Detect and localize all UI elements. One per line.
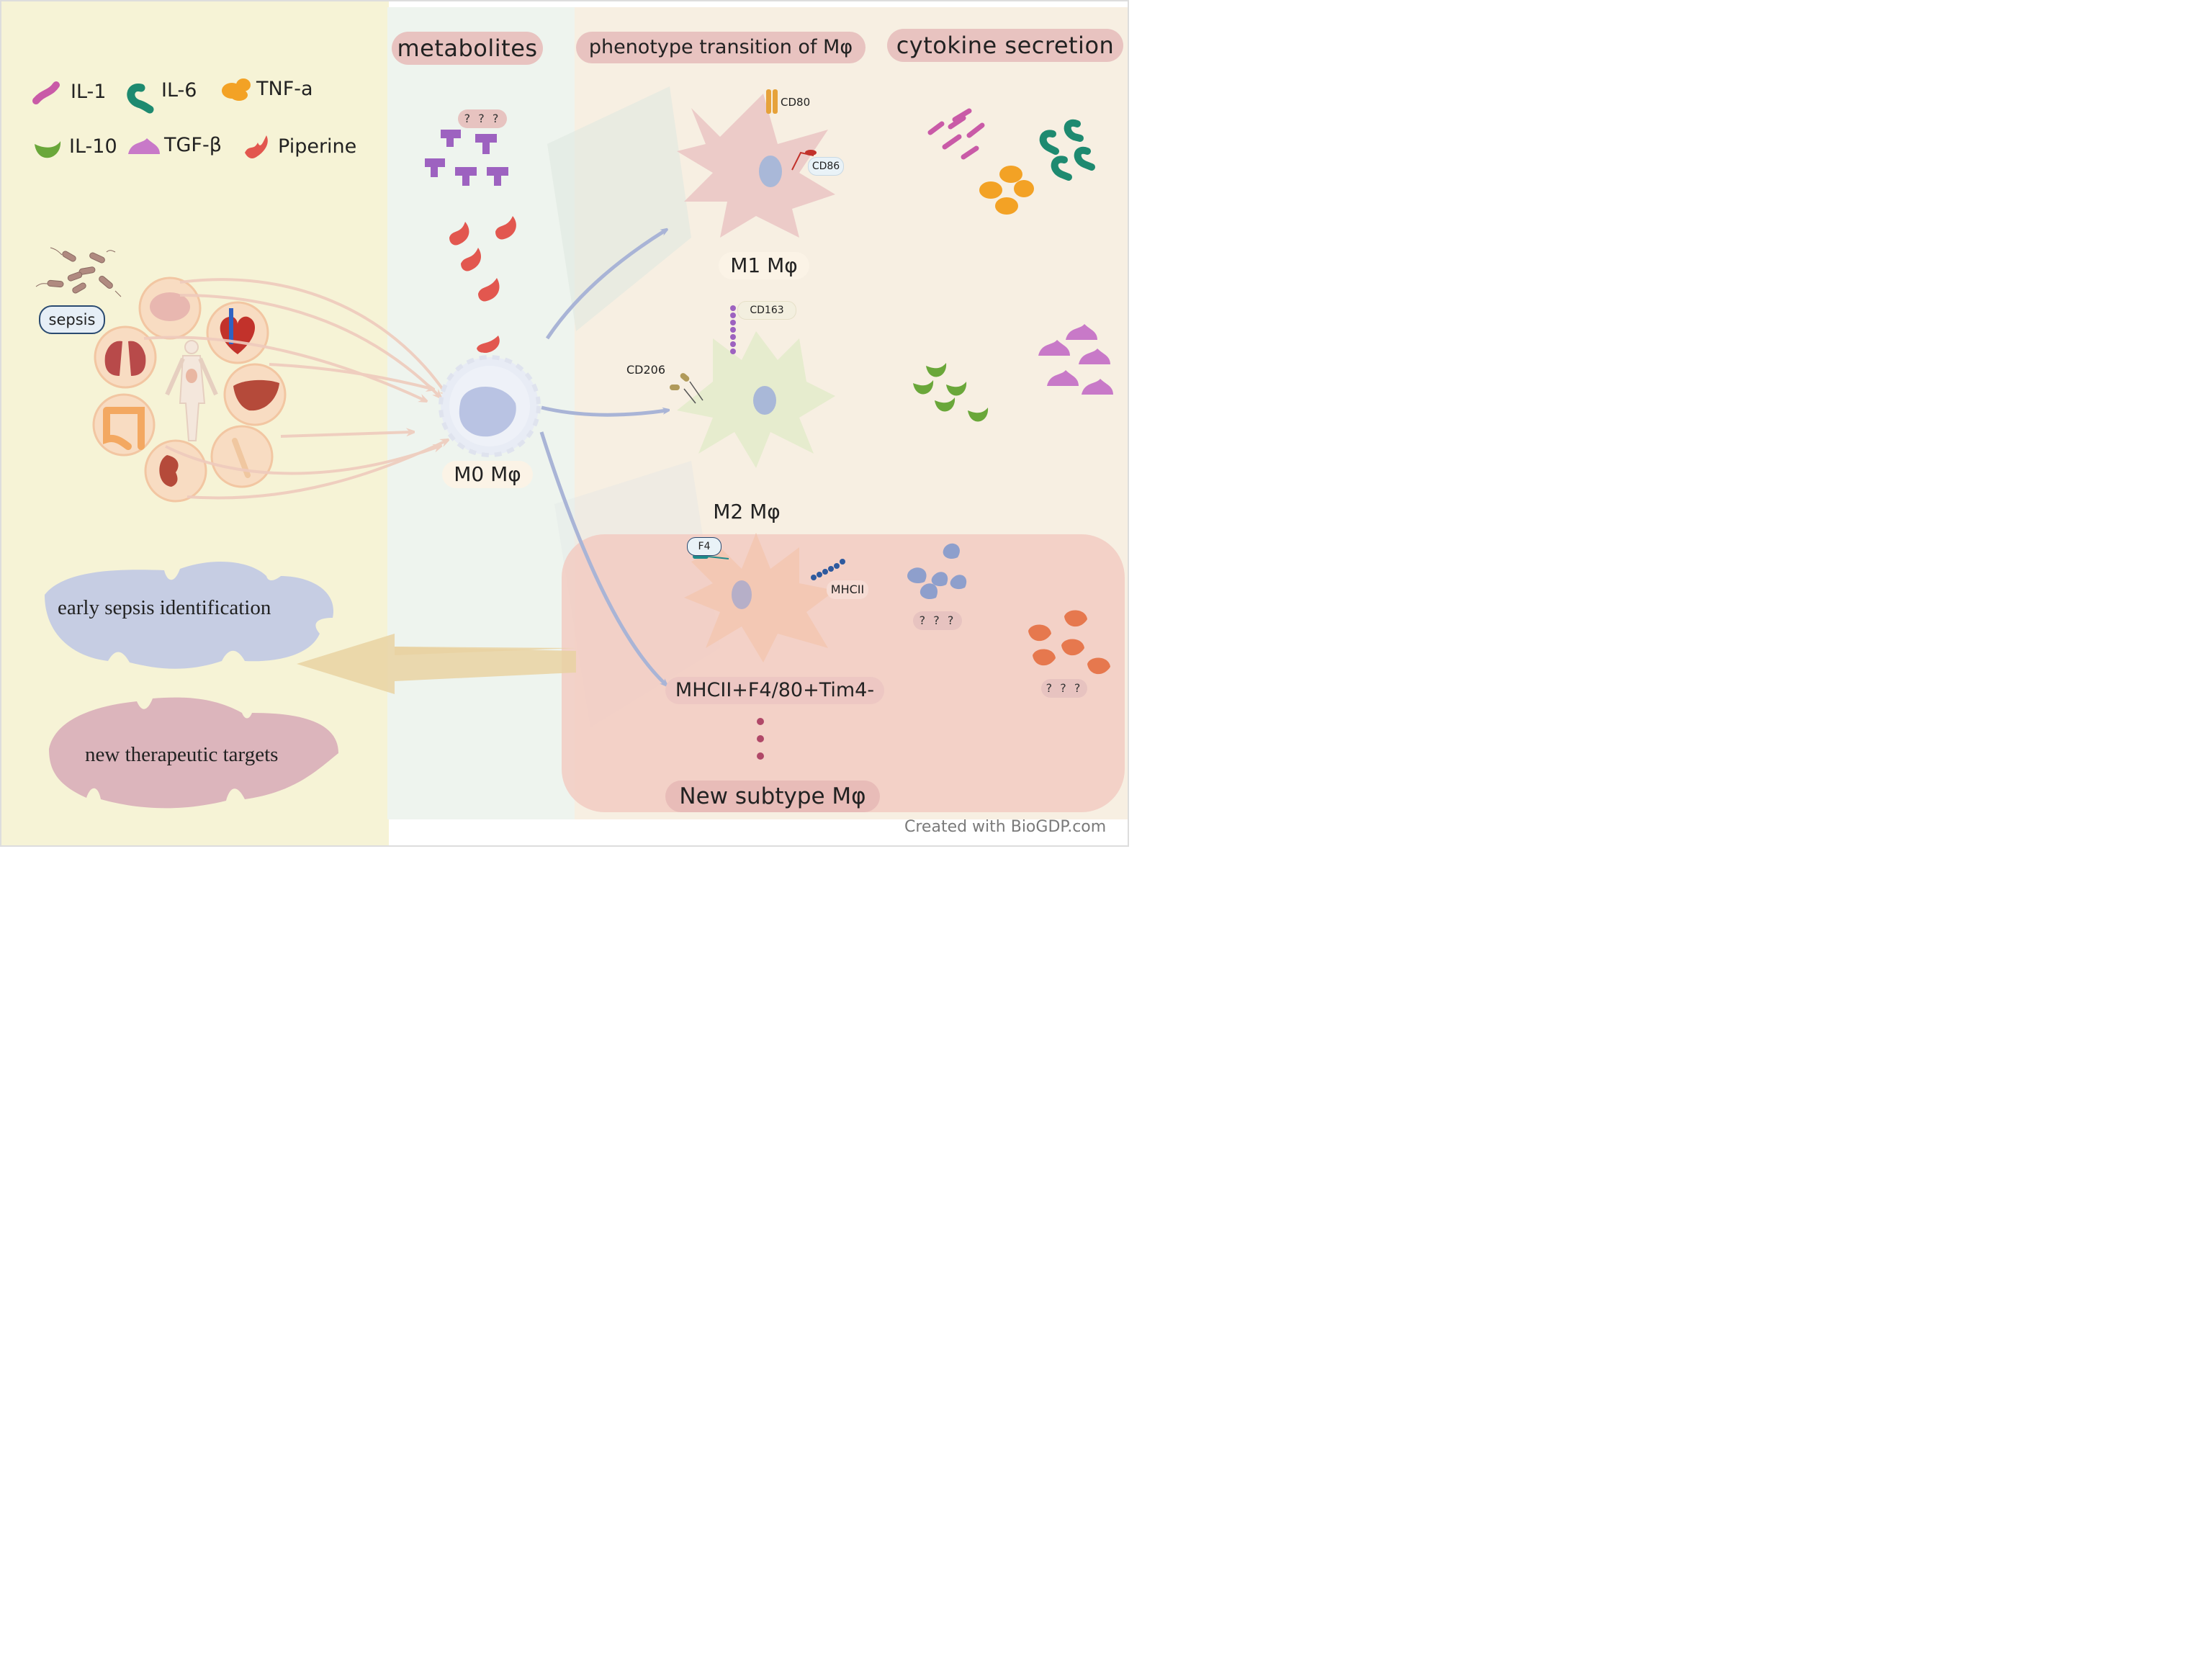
mhcii-label: MHCII <box>827 580 868 599</box>
therapeutic-targets-leaf <box>49 697 338 809</box>
cytokine-header: cytokine secretion <box>887 29 1123 62</box>
brain-icon <box>150 292 190 321</box>
tnfa-cytokines <box>979 166 1034 215</box>
il1-cytokines <box>927 108 985 160</box>
tnfa-legend-icon <box>222 78 251 101</box>
cd163-receptor <box>730 305 736 354</box>
unknown-metabolite-label: ? ? ? <box>458 109 507 128</box>
il6-cytokines <box>1039 119 1095 181</box>
sepsis-label: sepsis <box>39 305 105 334</box>
m1-label: M1 Mφ <box>719 252 809 279</box>
new-subtype-macrophage <box>684 533 845 662</box>
m2-macrophage <box>670 305 835 468</box>
therapeutic-targets-label: new therapeutic targets <box>85 743 279 766</box>
cd80-receptor <box>766 89 771 114</box>
il1-legend-icon <box>32 81 60 104</box>
m2-label: M2 Mφ <box>701 498 792 526</box>
cd206-receptor <box>670 373 703 404</box>
piperine-metabolites <box>449 216 516 353</box>
m0-label: M0 Mφ <box>442 461 533 488</box>
organ-bubbles <box>92 276 287 503</box>
cd86-label: CD86 <box>808 157 844 176</box>
unknown-orange-cytokines <box>1028 610 1110 675</box>
marker-combo-label: MHCII+F4/80+Tim4- <box>665 677 884 704</box>
kidney-icon <box>159 455 179 487</box>
cd80-label: CD80 <box>781 96 811 109</box>
new-subtype-label: New subtype Mφ <box>665 781 880 812</box>
unknown-blue-cytokines <box>907 543 967 600</box>
unknown-cytokine-label-orange: ? ? ? <box>1041 679 1087 698</box>
legend-label-il6: IL-6 <box>161 79 197 102</box>
tgfb-cytokines <box>1038 324 1113 395</box>
legend-label-piperine: Piperine <box>278 135 357 158</box>
bg-arrow-up <box>547 86 691 331</box>
legend-label-tgfb: TGF-β <box>164 134 222 156</box>
credit-label: Created with BioGDP.com <box>904 818 1107 836</box>
metabolites-header: metabolites <box>392 32 543 65</box>
continuation-dots <box>757 718 764 760</box>
legend-label-il1: IL-1 <box>71 81 107 103</box>
tgfb-legend-icon <box>128 138 160 154</box>
piperine-legend-icon <box>245 135 268 158</box>
m0-macrophage <box>439 355 541 457</box>
lungs-bubble <box>94 325 157 389</box>
cd206-label: CD206 <box>626 363 666 377</box>
il10-cytokines <box>913 363 989 422</box>
early-identification-label: early sepsis identification <box>58 596 271 619</box>
early-identification-leaf <box>45 561 334 669</box>
m0-differentiation-arrows <box>539 230 667 684</box>
diagram-canvas <box>0 0 1129 847</box>
legend-label-tnfa: TNF-a <box>256 78 313 100</box>
legend-label-il10: IL-10 <box>69 135 117 158</box>
human-body-icon <box>165 340 218 441</box>
bacteria-icon <box>35 247 122 297</box>
outcome-arrow <box>297 634 576 694</box>
cd163-label: CD163 <box>737 301 796 320</box>
purple-metabolites <box>425 130 508 186</box>
il6-legend-icon <box>127 84 154 114</box>
outer-border <box>0 0 1129 847</box>
lungs-icon <box>104 341 146 376</box>
organ-to-m0-arrows <box>143 278 446 500</box>
il10-legend-icon <box>35 141 61 158</box>
mhcii-receptor <box>811 559 845 580</box>
m1-macrophage <box>677 89 835 238</box>
unknown-cytokine-label-blue: ? ? ? <box>913 611 962 630</box>
new-subtype-box <box>562 534 1125 812</box>
heart-icon <box>220 316 256 354</box>
liver-icon <box>233 379 279 411</box>
f4-label: F4 <box>687 537 721 556</box>
phenotype-header: phenotype transition of Mφ <box>576 32 866 63</box>
intestine-icon <box>103 407 145 450</box>
